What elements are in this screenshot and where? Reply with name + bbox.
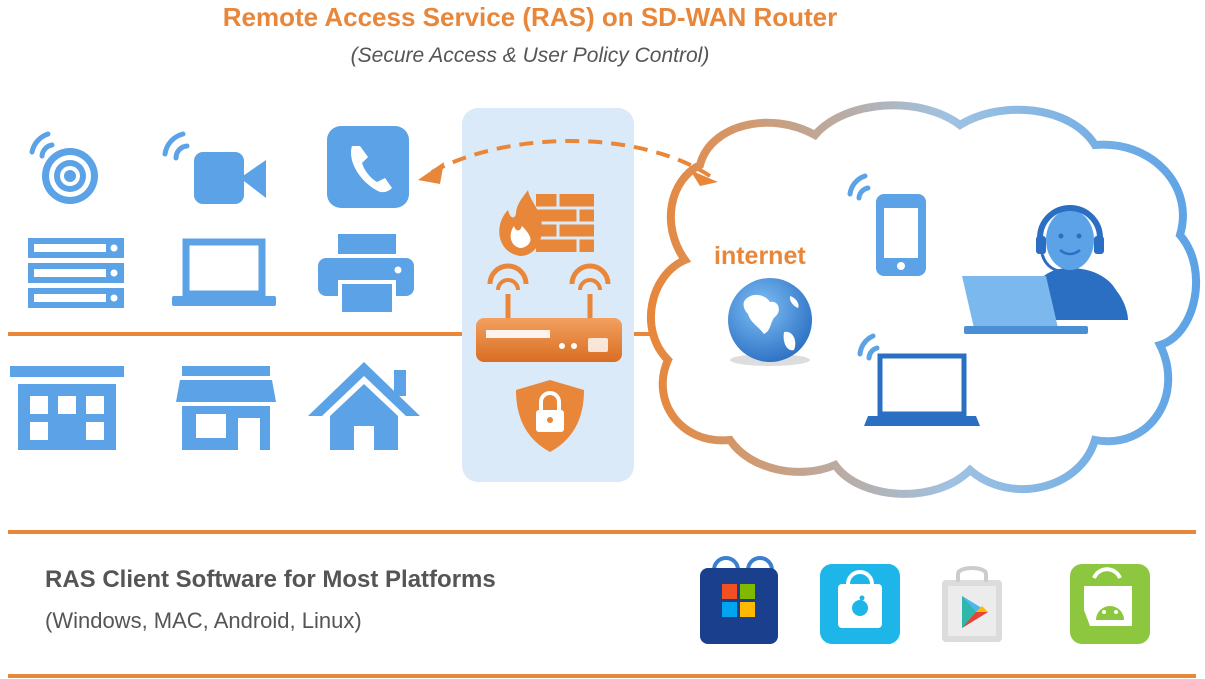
firewall-icon — [499, 190, 594, 256]
android-store-icon[interactable] — [1070, 564, 1150, 644]
printer-icon — [318, 234, 414, 314]
remote-laptop-icon — [857, 333, 980, 426]
google-play-icon[interactable] — [942, 566, 1002, 642]
laptop-icon — [172, 238, 276, 306]
client-software-title: RAS Client Software for Most Platforms — [45, 566, 496, 593]
smartphone-icon — [847, 173, 926, 276]
server-icon — [28, 238, 124, 308]
globe-icon — [728, 278, 812, 366]
page-subtitle: (Secure Access & User Policy Control) — [350, 44, 710, 67]
home-icon — [308, 362, 420, 450]
video-camera-icon — [162, 131, 266, 204]
security-lock-icon — [516, 380, 584, 452]
internet-cloud — [647, 101, 1201, 498]
internet-label: internet — [714, 242, 806, 270]
arrow-head-left — [418, 162, 444, 184]
wireless-camera-icon — [29, 131, 98, 204]
arrow-head-right — [690, 170, 718, 186]
page-title: Remote Access Service (RAS) on SD-WAN Ro… — [222, 2, 838, 32]
remote-connection-arrow — [431, 139, 712, 178]
apple-app-store-icon[interactable] — [820, 564, 900, 644]
client-software-platforms: (Windows, MAC, Android, Linux) — [45, 608, 362, 633]
store-icon — [176, 366, 276, 450]
router-icon — [476, 263, 622, 362]
phone-icon — [327, 126, 409, 208]
support-agent-icon — [962, 205, 1128, 334]
office-building-icon — [10, 366, 124, 450]
windows-store-icon[interactable] — [700, 556, 778, 644]
